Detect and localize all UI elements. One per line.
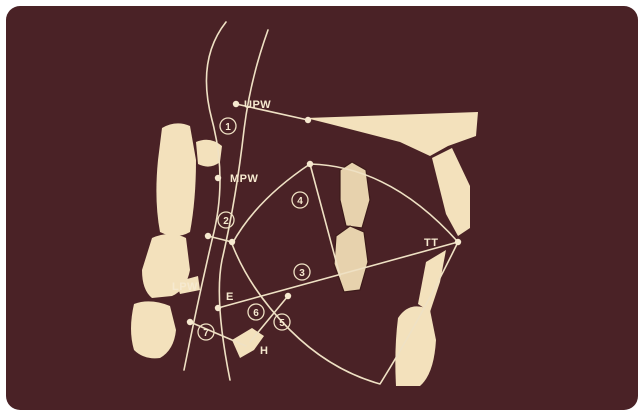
landmark-upw-dot (233, 101, 239, 107)
label-h: H (260, 345, 268, 357)
landmark-e-dot (215, 305, 221, 311)
label-e: E (226, 291, 234, 303)
svg-text:3: 3 (299, 268, 305, 279)
landmark-tongue-top-dot (307, 161, 313, 167)
landmark-palate-dot (305, 117, 311, 123)
svg-text:7: 7 (203, 328, 209, 339)
label-lpw: LPW (172, 281, 198, 293)
label-upw: UPW (244, 99, 271, 111)
label-tt: TT (424, 237, 438, 249)
svg-text:1: 1 (225, 122, 231, 133)
svg-text:5: 5 (279, 318, 285, 329)
label-mpw: MPW (230, 173, 259, 185)
landmark-5-dot (285, 293, 291, 299)
svg-text:6: 6 (253, 308, 259, 319)
svg-text:2: 2 (223, 216, 229, 227)
landmark-tt-dot (455, 239, 461, 245)
landmark-2b-dot (229, 239, 235, 245)
vertebra-c1 (156, 123, 196, 236)
landmark-2a-dot (205, 233, 211, 239)
landmark-lpw-dot (187, 319, 193, 325)
landmark-mpw-dot (215, 175, 221, 181)
svg-text:4: 4 (297, 196, 303, 207)
